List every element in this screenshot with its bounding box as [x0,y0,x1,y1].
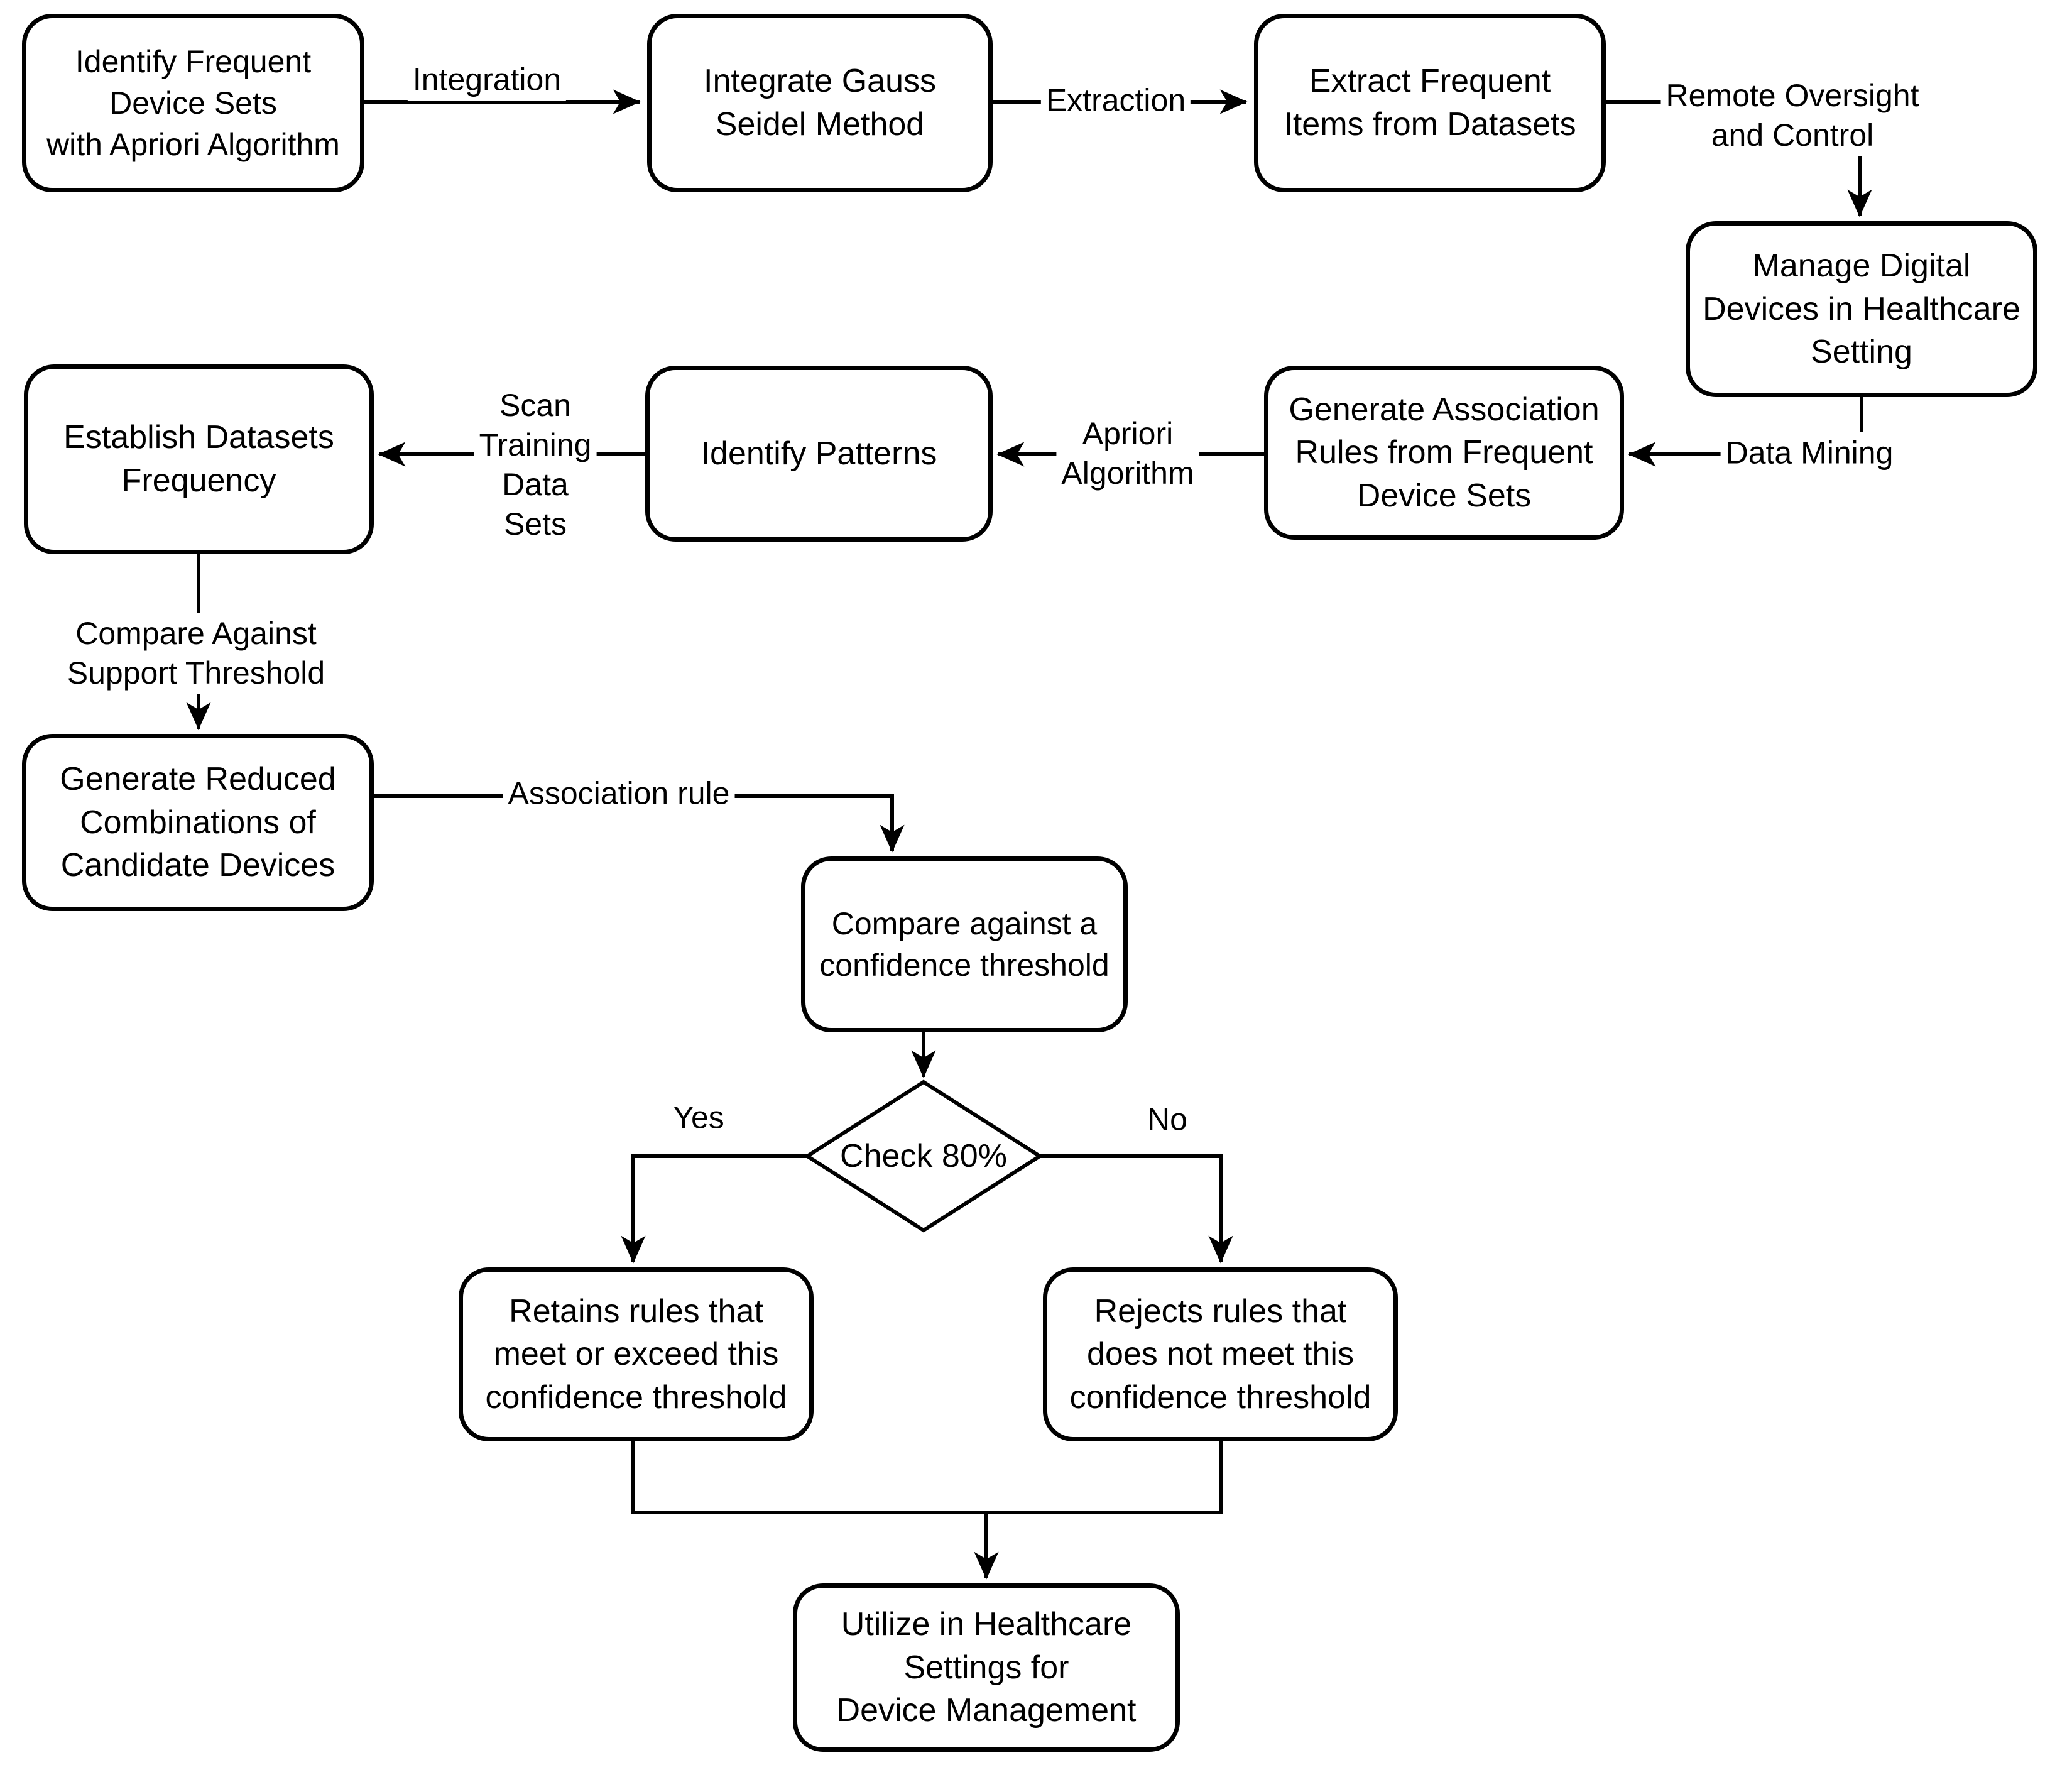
edge-label-apriori-algorithm: Apriori Algorithm [1056,413,1199,495]
node-utilize-healthcare: Utilize in Healthcare Settings for Devic… [793,1583,1180,1752]
decision-diamond [804,1079,1044,1233]
node-generate-reduced-combinations: Generate Reduced Combinations of Candida… [22,734,374,911]
node-identify-frequent-device-sets: Identify Frequent Device Sets with Aprio… [22,14,364,192]
edge-check-yes [621,1154,807,1264]
edge-label-remote-oversight-and-control: Remote Oversight and Control [1660,75,1924,156]
node-integrate-gauss-seidel: Integrate Gauss Seidel Method [647,14,993,192]
node-rejects-rules: Rejects rules that does not meet this co… [1043,1267,1398,1441]
node-identify-patterns: Identify Patterns [645,366,993,542]
edge-label-no: No [1142,1098,1192,1141]
edge-label-integration: Integration [407,58,567,101]
node-check-80-label: Check 80% [840,1138,1007,1174]
node-retains-rules: Retains rules that meet or exceed this c… [459,1267,814,1441]
node-establish-datasets-frequency: Establish Datasets Frequency [24,364,374,554]
edge-merge-bar [631,1441,1223,1514]
node-compare-confidence-threshold: Compare against a confidence threshold [801,856,1128,1032]
node-extract-frequent-items: Extract Frequent Items from Datasets [1254,14,1606,192]
edge-check-no [1040,1154,1233,1264]
edge-label-yes: Yes [668,1096,729,1139]
node-manage-digital-devices: Manage Digital Devices in Healthcare Set… [1686,221,2037,397]
edge-label-data-mining: Data Mining [1720,432,1899,474]
edge-label-scan-training-data-sets: Scan Training Data Sets [474,385,597,545]
edge-label-association-rule: Association rule [503,772,735,815]
edge-label-compare-against-support-threshold: Compare Against Support Threshold [62,613,330,694]
edge-label-extraction: Extraction [1040,79,1191,122]
node-generate-association-rules: Generate Association Rules from Frequent… [1264,366,1624,540]
